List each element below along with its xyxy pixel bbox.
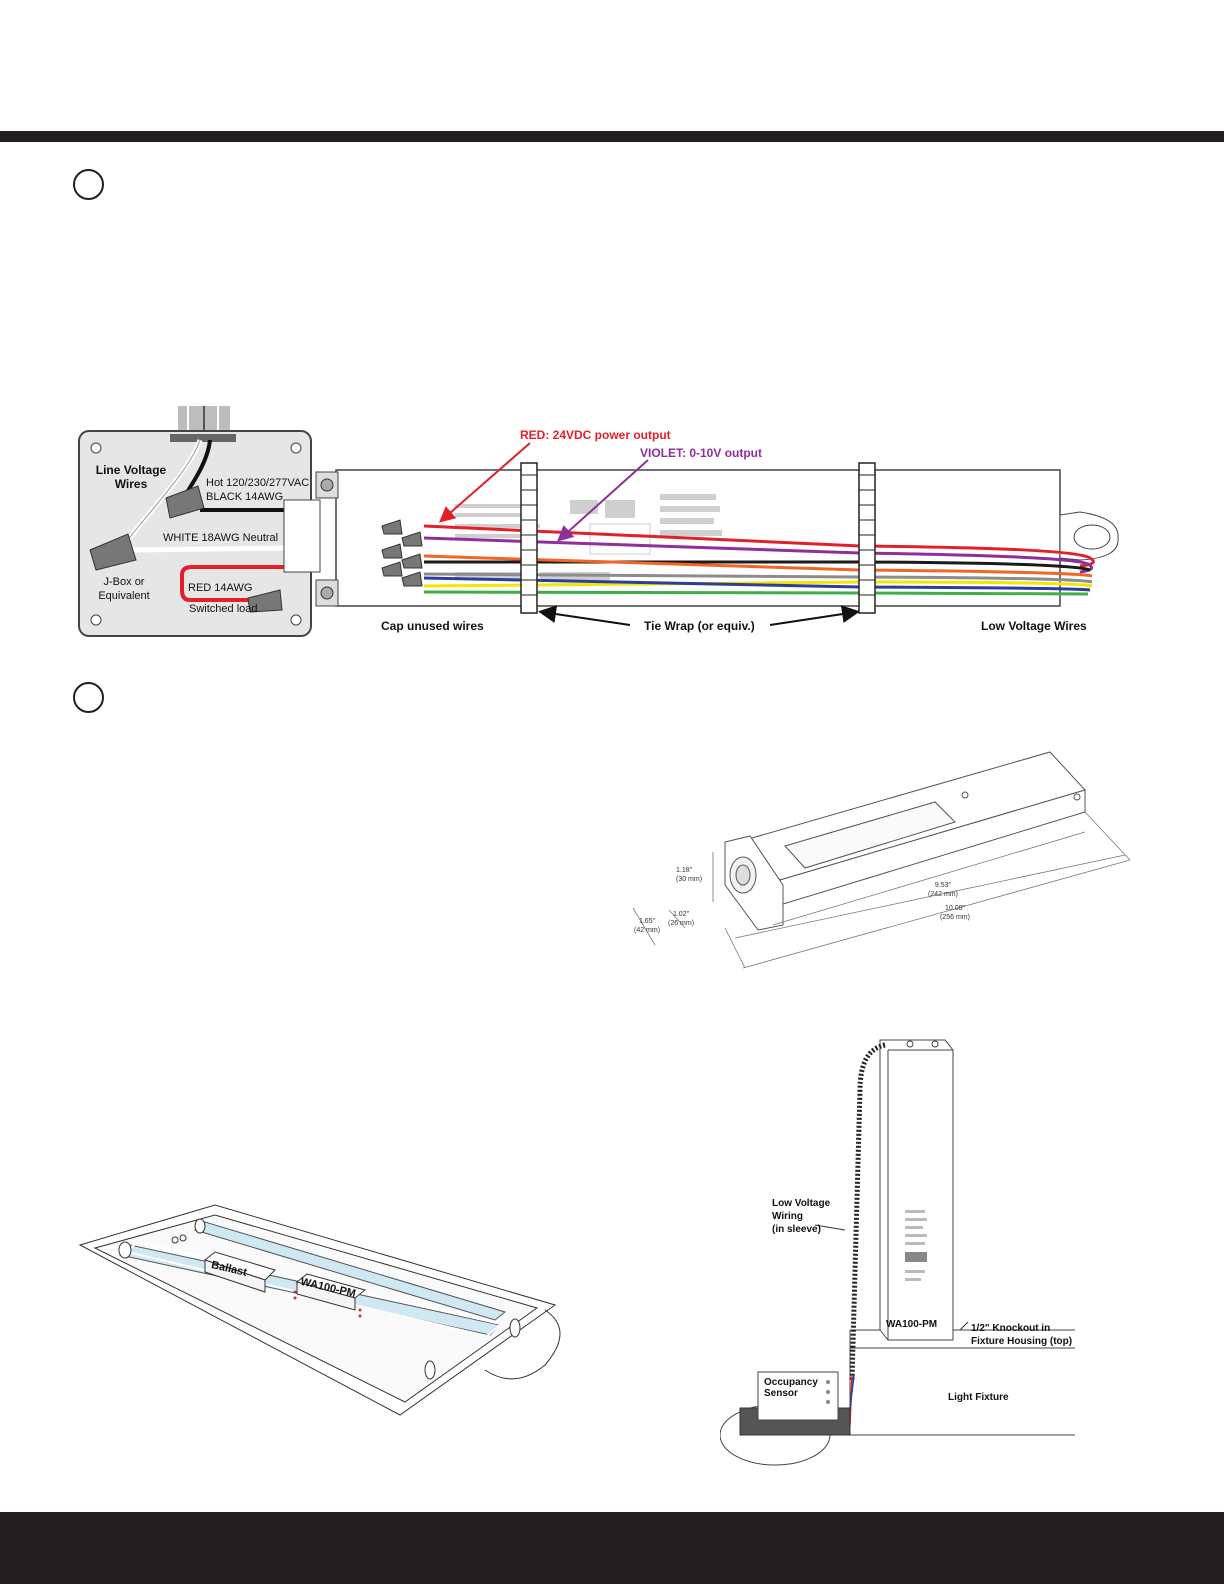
neutral-wire-label: WHITE 18AWG Neutral (163, 532, 279, 544)
low-voltage-wiring-label: Low Voltage Wiring (in sleeve) (772, 1197, 830, 1236)
occupancy-sensor-label: Occupancy Sensor (764, 1377, 818, 1399)
line-voltage-label: Line Voltage Wires (88, 463, 174, 491)
mount-device-body (879, 1039, 954, 1341)
capped-wire-nuts (381, 519, 423, 587)
dimension-drawing (632, 751, 1131, 969)
knockout-label-line2: Fixture Housing (top) (971, 1336, 1073, 1347)
step-1-circle (73, 169, 104, 200)
cap-unused-label: Cap unused wires (381, 619, 484, 633)
dim-length2-value: 10.08" (944, 905, 965, 912)
red-output-label: RED: 24VDC power output (520, 428, 671, 442)
line-voltage-label-line2: Wires (114, 477, 148, 491)
dim-width2-mm: (26 mm) (668, 920, 695, 927)
light-fixture-label: Light Fixture (948, 1392, 1009, 1403)
jbox-label-line2: Equivalent (98, 590, 150, 602)
mount-device-label: WA100-PM (886, 1319, 938, 1330)
tie-wrap-label: Tie Wrap (or equiv.) (644, 619, 755, 633)
low-voltage-wires-label: Low Voltage Wires (981, 619, 1087, 633)
hot-wire-label-line1: Hot 120/230/277VAC (206, 477, 310, 489)
knockout-label: 1/2" Knockout in Fixture Housing (top) (971, 1322, 1072, 1348)
knockout-label-line1: 1/2" Knockout in (971, 1323, 1051, 1334)
jbox-label-line1: J-Box or (103, 576, 145, 588)
step-2-circle (73, 682, 104, 713)
jbox-label: J-Box or Equivalent (92, 575, 156, 603)
dim-width2-value: 1.02" (672, 911, 690, 918)
low-voltage-wiring-line1: Low Voltage (772, 1198, 831, 1209)
dim-length2-mm: (256 mm) (940, 914, 970, 921)
dim-length2: 10.08" (256 mm) (940, 904, 970, 922)
red-wire-label: RED 14AWG (188, 582, 253, 594)
occupancy-sensor (757, 1371, 839, 1421)
dim-height-value: 1.18" (676, 867, 693, 874)
dim-height: 1.18" (30 mm) (676, 866, 702, 884)
low-voltage-wiring-line2: Wiring (772, 1211, 804, 1222)
dim-width1-value: 1.65" (638, 918, 656, 925)
violet-output-label: VIOLET: 0-10V output (640, 446, 763, 460)
dim-length1: 9.53" (242 mm) (928, 881, 958, 899)
dim-height-mm: (30 mm) (676, 876, 703, 883)
footer-bar (0, 1512, 1224, 1584)
dim-width2: 1.02" (26 mm) (668, 910, 694, 928)
tie-wrap-left (520, 462, 538, 614)
mounting-drawing (720, 1039, 1075, 1466)
tie-wrap-right (858, 462, 876, 614)
hot-wire-label: Hot 120/230/277VAC BLACK 14AWG (206, 476, 309, 504)
hot-wire-label-line2: BLACK 14AWG (206, 491, 284, 503)
dim-width1: 1.65" (42 mm) (634, 917, 660, 935)
switched-load-label: Switched load (189, 603, 258, 615)
dim-width1-mm: (42 mm) (634, 927, 661, 934)
wiring-diagram (78, 406, 1119, 637)
occupancy-sensor-line1: Occupancy (764, 1377, 818, 1388)
low-voltage-wiring-line3: (in sleeve) (772, 1224, 821, 1235)
wire-sleeve (849, 1042, 886, 1381)
line-voltage-label-line1: Line Voltage (95, 463, 167, 477)
fixture-drawing (78, 1204, 561, 1416)
dim-length1-value: 9.53" (934, 882, 952, 889)
dim-length1-mm: (242 mm) (928, 891, 958, 898)
header-rule (0, 131, 1224, 142)
occupancy-sensor-line2: Sensor (764, 1388, 798, 1399)
